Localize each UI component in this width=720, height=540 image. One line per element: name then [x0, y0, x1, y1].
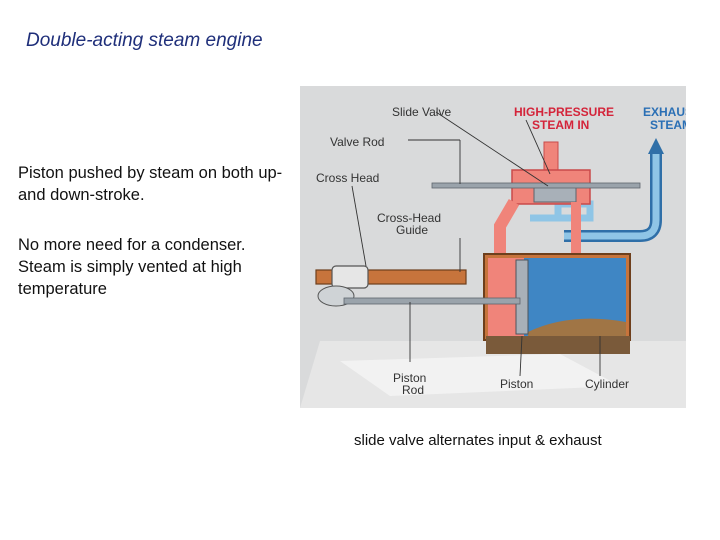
- label-piston-rod-line1: Piston: [393, 371, 426, 385]
- label-high-pressure-line1: HIGH-PRESSURE: [514, 105, 614, 119]
- body-paragraph-double-acting: Piston pushed by steam on both up- and d…: [18, 164, 283, 204]
- label-cross-head: Cross Head: [316, 171, 379, 185]
- cylinder-base: [486, 336, 630, 354]
- label-slide-valve: Slide Valve: [392, 105, 451, 119]
- cylinder-base-wave: [528, 318, 626, 336]
- piston-rod: [343, 297, 521, 305]
- exhaust-arrow-icon: [648, 138, 664, 154]
- exhaust-pipe-inner: [564, 154, 660, 240]
- label-cross-head-guide-line2: Guide: [396, 223, 428, 237]
- label-cross-head-guide-line1: Cross-Head: [377, 211, 441, 225]
- body-paragraph-no-condenser: No more need for a condenser. Steam is s…: [18, 236, 246, 298]
- label-valve-rod: Valve Rod: [330, 135, 384, 149]
- label-piston-rod-line2: Rod: [402, 383, 424, 397]
- piston: [515, 259, 529, 335]
- diagram-caption: slide valve alternates input & exhaust: [354, 432, 602, 449]
- steam-passage-left: [494, 198, 520, 254]
- floor-shadow: [340, 354, 620, 396]
- leader-lines: [351, 111, 601, 377]
- label-exhaust-line2: STEAM: [650, 118, 686, 132]
- slide-title: Double-acting steam engine: [26, 30, 263, 51]
- steam-engine-diagram: Slide Valve Valve Rod Cross Head Cross-H…: [300, 86, 686, 408]
- valve-rod: [431, 182, 641, 189]
- cross-head: [331, 265, 369, 289]
- label-high-pressure-line2: STEAM IN: [532, 118, 589, 132]
- label-cylinder: Cylinder: [585, 377, 629, 391]
- label-piston: Piston: [500, 377, 533, 391]
